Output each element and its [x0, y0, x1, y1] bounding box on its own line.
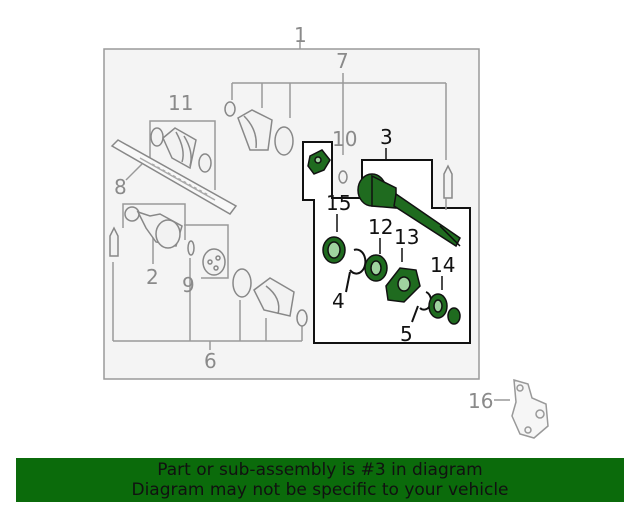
callout-8: 8	[114, 175, 127, 199]
callout-1: 1	[294, 23, 307, 47]
boot-kit-7	[224, 101, 453, 199]
banner-line-1: Part or sub-assembly is #3 in diagram	[157, 460, 483, 480]
callout-14: 14	[430, 253, 455, 277]
leader-8	[125, 163, 143, 181]
tripod-10	[307, 149, 331, 175]
callout-15: 15	[326, 191, 351, 215]
callout-9: 9	[182, 273, 195, 297]
info-banner: Part or sub-assembly is #3 in diagram Di…	[16, 458, 624, 502]
leader-6	[112, 258, 303, 350]
callout-7: 7	[336, 49, 349, 73]
seal-14	[428, 276, 461, 325]
callout-11: 11	[168, 91, 193, 115]
callout-13: 13	[394, 225, 419, 249]
boot-kit-11	[150, 127, 212, 173]
bracket-16	[511, 378, 549, 439]
axle-shaft	[110, 139, 238, 215]
drive-shaft-3	[357, 173, 461, 248]
bracket-11	[149, 120, 216, 190]
callout-6: 6	[204, 349, 217, 373]
callout-10: 10	[332, 127, 357, 151]
seal-15	[322, 214, 346, 264]
callout-12: 12	[368, 215, 393, 239]
callout-2: 2	[146, 265, 159, 289]
bearing-12	[364, 238, 388, 282]
leader-7	[231, 73, 447, 160]
flange-13	[385, 248, 421, 303]
boot-kit-6	[232, 268, 308, 327]
callout-4: 4	[332, 289, 345, 313]
callout-5: 5	[400, 322, 413, 346]
callout-16: 16	[468, 389, 493, 413]
callout-3: 3	[380, 125, 393, 149]
banner-line-2: Diagram may not be specific to your vehi…	[131, 480, 509, 500]
cv-joint-2	[109, 206, 226, 276]
